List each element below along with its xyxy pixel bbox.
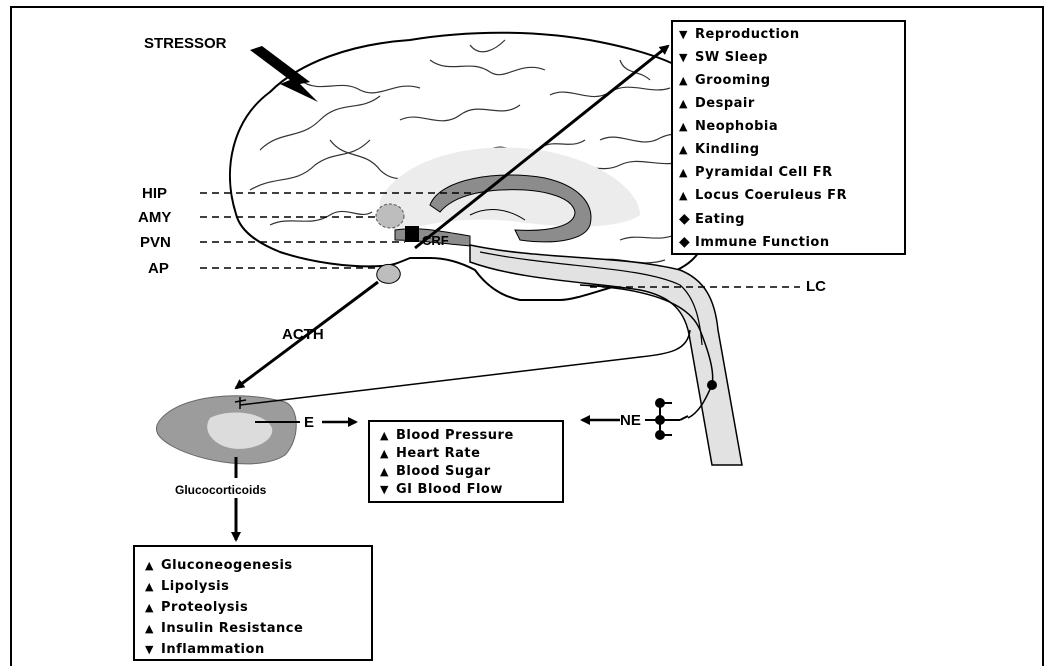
brain-effect-item: ◆Immune Function: [679, 235, 830, 249]
up-triangle-icon: ▲: [380, 466, 396, 477]
stressor-bolt: [250, 46, 318, 102]
pvn-label: PVN: [140, 235, 171, 250]
up-triangle-icon: ▲: [679, 190, 695, 201]
brain-effect-item: ▲Locus Coeruleus FR: [679, 189, 847, 202]
up-triangle-icon: ▲: [679, 167, 695, 178]
metabolic-effect-item: ▼Inflammation: [145, 643, 265, 656]
lc-label: LC: [806, 279, 826, 294]
brain-effect-item: ▲Pyramidal Cell FR: [679, 166, 833, 179]
brain-effects-box: ▼Reproduction ▼SW Sleep ▲Grooming ▲Despa…: [671, 20, 906, 255]
diamond-icon: ◆: [679, 212, 695, 226]
crf-label: CRF: [422, 234, 449, 247]
pituitary: [377, 264, 401, 283]
up-triangle-icon: ▲: [679, 75, 695, 86]
diamond-icon: ◆: [679, 235, 695, 249]
brain-effect-item: ▼Reproduction: [679, 28, 800, 41]
up-triangle-icon: ▲: [145, 581, 161, 592]
down-triangle-icon: ▼: [380, 484, 396, 495]
metabolic-effect-item: ▲Insulin Resistance: [145, 622, 303, 635]
amy-label: AMY: [138, 210, 171, 225]
amygdala: [376, 204, 404, 228]
acth-label: ACTH: [282, 327, 324, 342]
up-triangle-icon: ▲: [679, 121, 695, 132]
up-triangle-icon: ▲: [145, 602, 161, 613]
brain-effect-item: ▼SW Sleep: [679, 51, 768, 64]
ne-label: NE: [620, 413, 641, 428]
ne-terminal: [656, 399, 688, 439]
brain-effect-item: ▲Grooming: [679, 74, 771, 87]
brain-effect-item: ▲Despair: [679, 97, 755, 110]
metabolic-effects-box: ▲Gluconeogenesis ▲Lipolysis ▲Proteolysis…: [133, 545, 373, 661]
autonomic-effect-item: ▼GI Blood Flow: [380, 483, 503, 496]
up-triangle-icon: ▲: [679, 98, 695, 109]
metabolic-effect-item: ▲Gluconeogenesis: [145, 559, 293, 572]
up-triangle-icon: ▲: [380, 430, 396, 441]
brain-effect-item: ◆Eating: [679, 212, 745, 226]
autonomic-effect-item: ▲Blood Pressure: [380, 429, 514, 442]
down-triangle-icon: ▼: [145, 644, 161, 655]
metabolic-effect-item: ▲Lipolysis: [145, 580, 229, 593]
autonomic-effect-item: ▲Heart Rate: [380, 447, 480, 460]
up-triangle-icon: ▲: [145, 623, 161, 634]
up-triangle-icon: ▲: [145, 560, 161, 571]
autonomic-effect-item: ▲Blood Sugar: [380, 465, 491, 478]
glucocorticoids-label: Glucocorticoids: [175, 484, 266, 496]
down-triangle-icon: ▼: [679, 29, 695, 40]
up-triangle-icon: ▲: [679, 144, 695, 155]
brain-effect-item: ▲Neophobia: [679, 120, 778, 133]
hip-label: HIP: [142, 186, 167, 201]
ap-label: AP: [148, 261, 169, 276]
brain-effect-item: ▲Kindling: [679, 143, 760, 156]
metabolic-effect-item: ▲Proteolysis: [145, 601, 248, 614]
pvn-dot: [405, 226, 419, 242]
up-triangle-icon: ▲: [380, 448, 396, 459]
down-triangle-icon: ▼: [679, 52, 695, 63]
stressor-label: STRESSOR: [144, 36, 227, 51]
e-label: E: [304, 415, 314, 430]
autonomic-effects-box: ▲Blood Pressure ▲Heart Rate ▲Blood Sugar…: [368, 420, 564, 503]
